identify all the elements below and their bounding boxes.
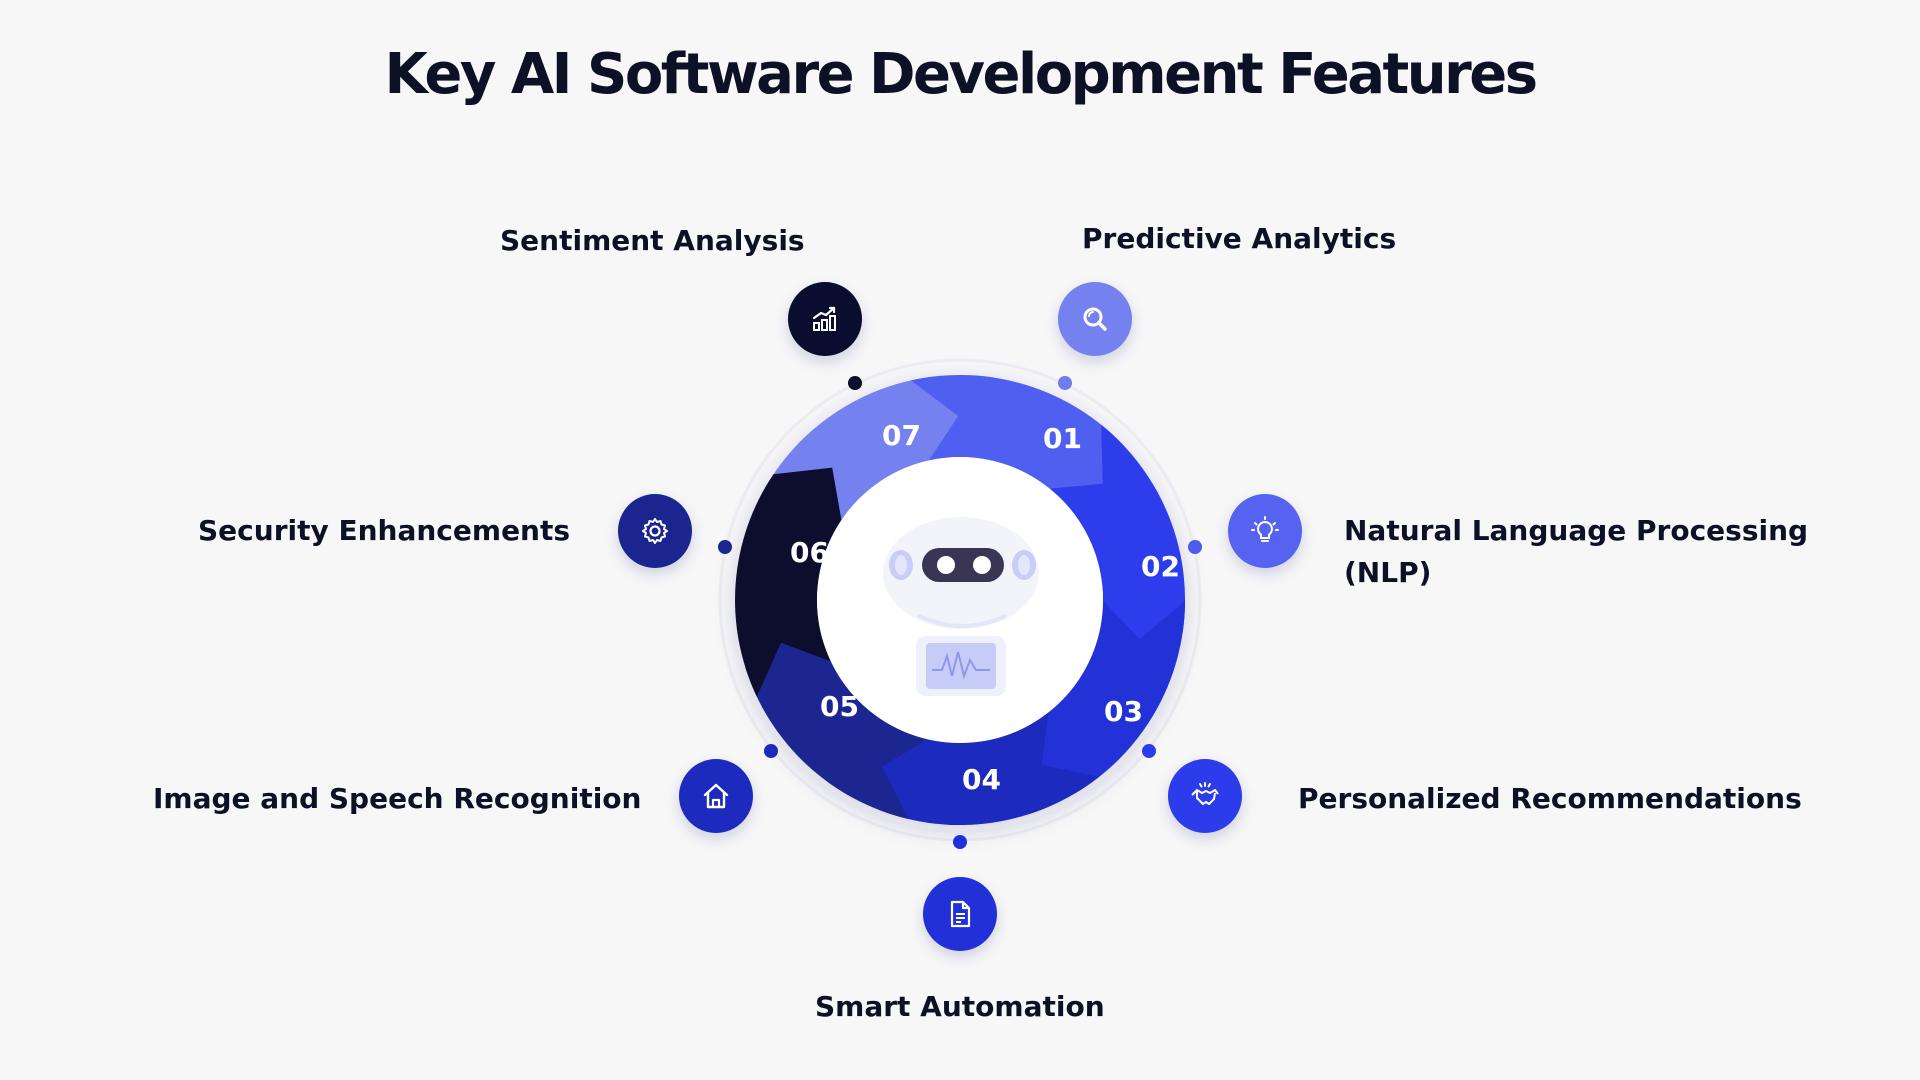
connector-dot-07	[848, 376, 862, 390]
nlp-icon-badge	[1228, 494, 1302, 568]
label-nlp: Natural Language Processing (NLP)	[1344, 510, 1808, 594]
handshake-icon	[1189, 780, 1221, 812]
home-icon	[700, 780, 732, 812]
segment-number-01: 01	[1043, 422, 1082, 455]
label-security-enhancements: Security Enhancements	[198, 510, 570, 552]
segment-number-03: 03	[1104, 695, 1143, 728]
connector-dot-06	[718, 540, 732, 554]
label-sentiment-analysis: Sentiment Analysis	[500, 220, 805, 262]
segment-number-07: 07	[882, 419, 921, 452]
label-smart-automation: Smart Automation	[815, 986, 1105, 1028]
smart-automation-icon-badge	[923, 877, 997, 951]
connector-dot-01	[1058, 376, 1072, 390]
connector-dot-03	[1142, 744, 1156, 758]
segment-number-06: 06	[790, 536, 829, 569]
label-image-speech-recognition: Image and Speech Recognition	[153, 778, 641, 820]
search-icon	[1079, 303, 1111, 335]
lightbulb-icon	[1249, 515, 1281, 547]
personalized-recommendations-icon-badge	[1168, 759, 1242, 833]
label-personalized-recommendations: Personalized Recommendations	[1298, 778, 1802, 820]
connector-dot-02	[1188, 540, 1202, 554]
connector-dot-04	[953, 835, 967, 849]
growth-chart-icon	[809, 303, 841, 335]
image-speech-icon-badge	[679, 759, 753, 833]
label-nlp-line1: Natural Language Processing	[1344, 510, 1808, 552]
security-icon-badge	[618, 494, 692, 568]
predictive-analytics-icon-badge	[1058, 282, 1132, 356]
connector-dot-05	[764, 744, 778, 758]
segment-number-04: 04	[962, 763, 1001, 796]
document-icon	[944, 898, 976, 930]
segment-number-05: 05	[820, 690, 859, 723]
label-nlp-line2: (NLP)	[1344, 552, 1808, 594]
gear-icon	[639, 515, 671, 547]
label-predictive-analytics: Predictive Analytics	[1082, 218, 1396, 260]
segment-number-02: 02	[1141, 550, 1180, 583]
sentiment-analysis-icon-badge	[788, 282, 862, 356]
